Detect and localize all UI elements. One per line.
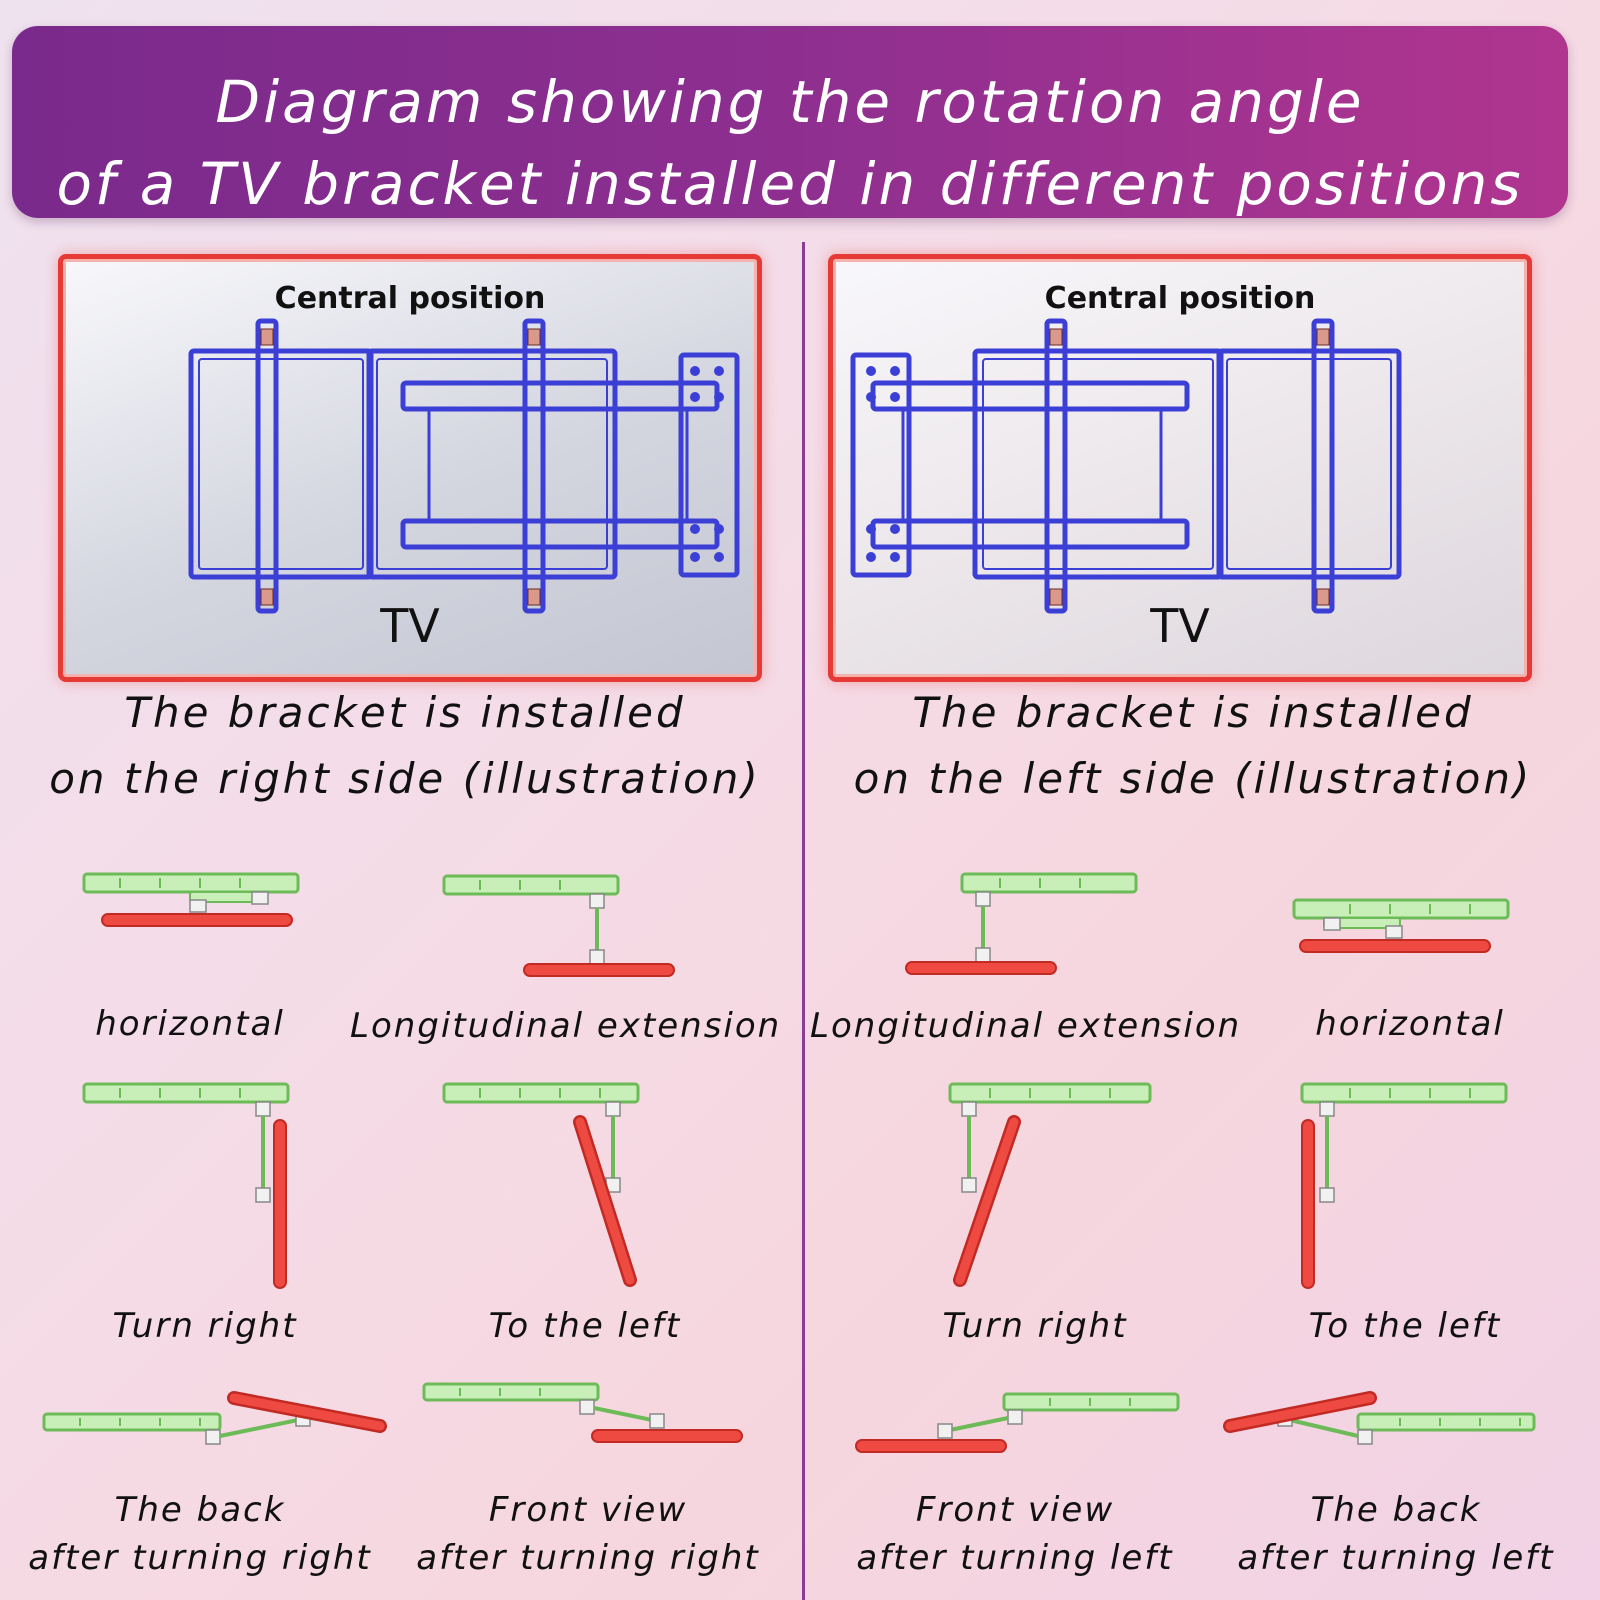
position-label-line-2: after turning left — [1237, 1538, 1555, 1578]
tv-right: Central position TV — [828, 254, 1532, 682]
tv-label: TV — [1150, 599, 1210, 653]
right-caption-line-2: on the left side (illustration) — [853, 754, 1533, 803]
position-label: The back after turning right — [10, 1486, 390, 1582]
turn-left-position-icon — [1300, 1082, 1508, 1289]
right-caption-line-1: The bracket is installed — [912, 688, 1474, 737]
turn-right-position-icon — [82, 1082, 290, 1289]
extension-position-icon — [905, 872, 1138, 975]
turn-left-position-icon — [442, 1082, 640, 1287]
right-caption: The bracket is installed on the left sid… — [808, 680, 1578, 812]
tv-left: Central position TV — [58, 254, 762, 682]
position-label-line-2: after turning left — [856, 1538, 1174, 1578]
left-caption-line-1: The bracket is installed — [124, 688, 686, 737]
position-label: The back after turning left — [1206, 1486, 1586, 1582]
left-caption-line-2: on the right side (illustration) — [49, 754, 761, 803]
horizontal-position-icon — [82, 872, 300, 927]
horizontal-position-icon — [1292, 898, 1510, 953]
position-label: Turn right — [112, 1306, 298, 1346]
position-label: To the left — [488, 1306, 682, 1346]
position-label-line-1: Front view — [488, 1490, 688, 1530]
position-label-line-2: after turning right — [28, 1538, 372, 1578]
position-label-line-1: The back — [1310, 1490, 1482, 1530]
tv-heading: Central position — [1044, 281, 1316, 316]
tv-heading: Central position — [274, 281, 546, 316]
position-label: Turn right — [942, 1306, 1128, 1346]
position-label: Longitudinal extension — [810, 1006, 1242, 1046]
back-view-icon — [42, 1391, 387, 1445]
position-label: horizontal — [1315, 1004, 1505, 1044]
position-label-line-1: Front view — [915, 1490, 1115, 1530]
position-label: horizontal — [95, 1004, 285, 1044]
tv-label: TV — [380, 599, 440, 653]
extension-position-icon — [442, 874, 675, 977]
title-banner: Diagram showing the rotation angle of a … — [12, 26, 1568, 218]
front-view-icon — [855, 1392, 1180, 1453]
position-label: Front view after turning left — [830, 1486, 1200, 1582]
title-line-1: Diagram showing the rotation angle — [215, 68, 1365, 136]
turn-right-position-icon — [948, 1082, 1152, 1287]
title-line-2: of a TV bracket installed in different p… — [56, 150, 1524, 218]
left-caption: The bracket is installed on the right si… — [20, 680, 790, 812]
position-label: Longitudinal extension — [350, 1006, 782, 1046]
bracket-left-side-icon — [850, 318, 1402, 614]
bracket-right-side-icon — [188, 318, 740, 614]
position-label: Front view after turning right — [396, 1486, 780, 1582]
position-label-line-2: after turning right — [416, 1538, 760, 1578]
back-view-icon — [1223, 1391, 1536, 1445]
position-label: To the left — [1308, 1306, 1502, 1346]
panel-divider — [802, 242, 805, 1600]
position-label-line-1: The back — [114, 1490, 286, 1530]
front-view-icon — [422, 1382, 743, 1443]
